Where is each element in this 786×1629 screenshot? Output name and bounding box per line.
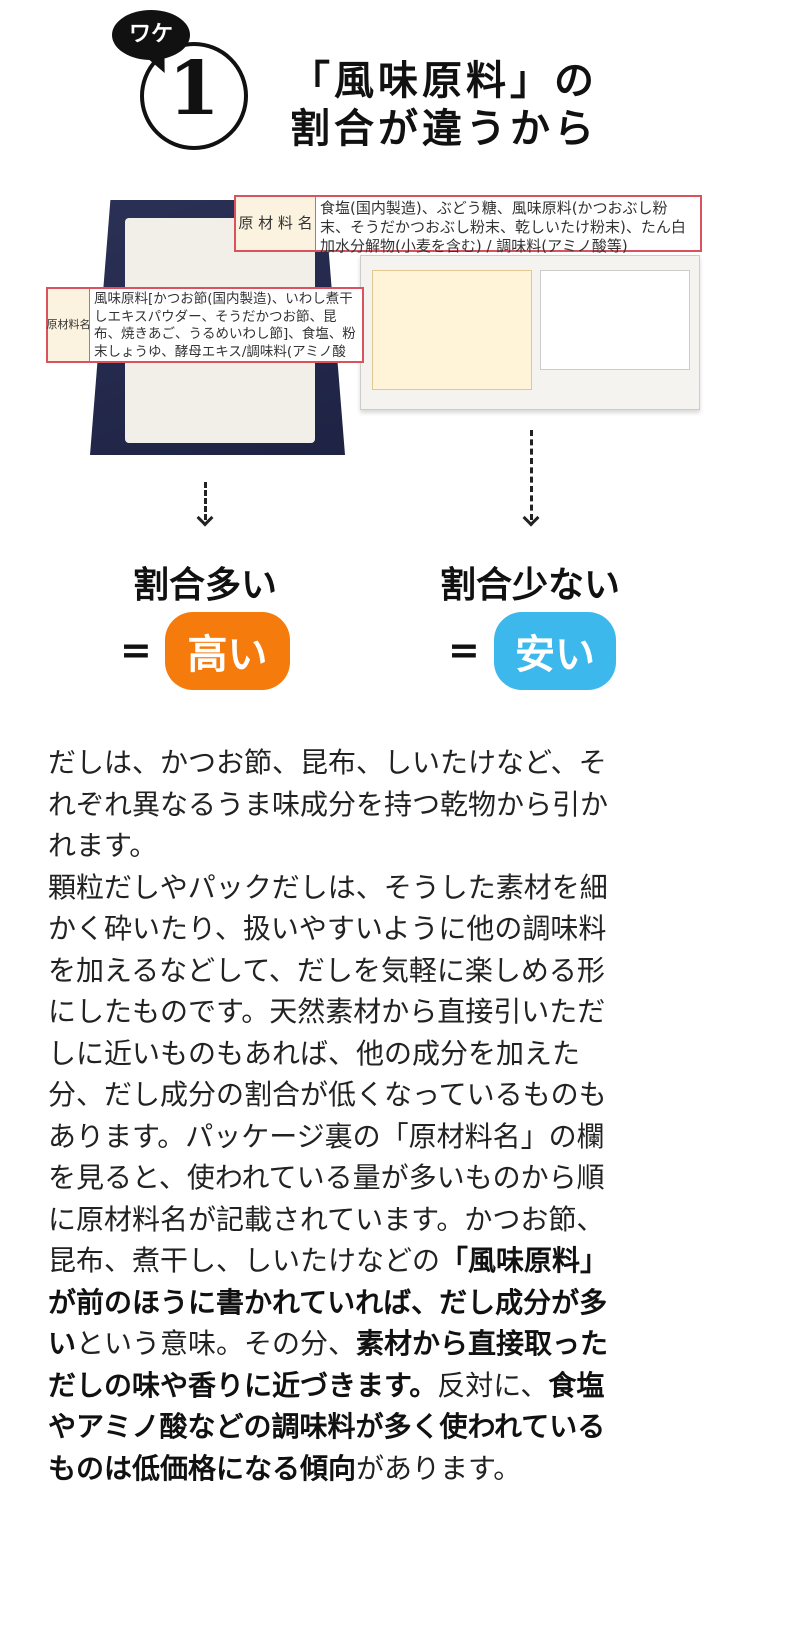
emphasized-text: 素材から直接取った [356,1327,609,1360]
box-ingredient-panel [540,270,690,370]
emphasized-text: だしの味や香りに近づきます。 [48,1368,438,1402]
body-text: だしは、かつお節、昆布、しいたけなど、そ [48,746,607,779]
body-text-line: ものは低価格になる傾向があります。 [48,1448,748,1490]
body-text: 昆布、煮干し、しいたけなどの [48,1244,441,1277]
body-text-line: かく砕いたり、扱いやすいように他の調味料 [48,908,748,950]
dashed-arrow-right [530,430,533,520]
reason-badge: ワケ [112,10,190,60]
body-text-line: れぞれ異なるうま味成分を持つ乾物から引か [48,784,748,826]
body-text-line: あります。パッケージ裏の「原材料名」の欄 [48,1116,748,1158]
body-text: 顆粒だしやパックだしは、そうした素材を細 [48,870,608,904]
ingredient-label-left: 原材料名 風味原料[かつお節(国内製造)、いわし煮干しエキスパウダー、そうだかつ… [46,287,364,363]
ratio-low-label: 割合少ない [439,565,620,606]
emphasized-text: ものは低価格になる傾向 [48,1451,357,1485]
article-body: だしは、かつお節、昆布、しいたけなど、それぞれ異なるうま味成分を持つ乾物から引か… [48,742,748,1489]
body-text-line: 分、だし成分の割合が低くなっているものも [48,1074,748,1116]
body-text-line: いという意味。その分、素材から直接取った [48,1323,748,1365]
ingredient-label-text: 風味原料[かつお節(国内製造)、いわし煮干しエキスパウダー、そうだかつお節、昆布… [94,291,356,360]
body-text: あります。パッケージ裏の「原材料名」の欄 [48,1119,605,1153]
body-text-line: にしたものです。天然素材から直接引いただ [48,991,748,1033]
ingredient-label-heading: 原材料名 [47,289,91,361]
body-text: という意味。その分、 [76,1327,357,1360]
equals-sign: = [120,628,152,672]
number-circle [140,42,248,150]
equals-sign: = [448,628,480,672]
box-cooking-panel [372,270,532,390]
body-text: かく砕いたり、扱いやすいように他の調味料 [48,912,607,945]
body-text: を見ると、使われている量が多いものから順 [48,1161,605,1194]
arrow-down-icon [522,509,540,527]
emphasized-text: い [48,1327,77,1360]
body-text: れぞれ異なるうま味成分を持つ乾物から引か [48,787,609,821]
body-text: にしたものです。天然素材から直接引いただ [48,995,606,1028]
body-text-line: を見ると、使われている量が多いものから順 [48,1157,748,1199]
body-text-line: しに近いものもあれば、他の成分を加えた [48,1033,748,1075]
arrow-down-icon [196,509,214,527]
reason-number: 1 [168,46,220,132]
body-text-line: 昆布、煮干し、しいたけなどの「風味原料」 [48,1240,748,1282]
title-line-2: 割合が違うから [290,106,598,152]
body-text: しに近いものもあれば、他の成分を加えた [48,1036,581,1070]
body-text: れます。 [48,829,158,862]
body-text: 分、だし成分の割合が低くなっているものも [48,1078,607,1111]
price-low-badge: 安い [494,612,616,690]
price-high-badge: 高い [165,612,290,690]
body-text-line: が前のほうに書かれていれば、だし成分が多 [48,1282,748,1324]
ingredient-label-text: 食塩(国内製造)、ぶどう糖、風味原料(かつおぶし粉末、そうだかつおぶし粉末、乾し… [320,199,686,255]
body-text: に原材料名が記載されています。かつお節、 [48,1202,605,1236]
ratio-high-label: 割合多い [132,565,277,606]
body-text-line: 顆粒だしやパックだしは、そうした素材を細 [48,867,748,909]
emphasized-text: やアミノ酸などの調味料が多く使われている [48,1410,606,1443]
emphasized-text: が前のほうに書かれていれば、だし成分が多 [48,1285,608,1319]
ingredient-label-heading: 原 材 料 名 [236,197,316,250]
body-text-line: やアミノ酸などの調味料が多く使われている [48,1406,748,1448]
body-text-line: れます。 [48,825,748,867]
body-text: があります。 [356,1451,522,1485]
body-text-line: を加えるなどして、だしを気軽に楽しめる形 [48,950,748,992]
body-text-line: に原材料名が記載されています。かつお節、 [48,1199,748,1241]
body-text-line: だしは、かつお節、昆布、しいたけなど、そ [48,742,748,784]
title-line-1: 「風味原料」の [290,58,598,104]
emphasized-text: 「風味原料」 [440,1244,609,1277]
emphasized-text: 食塩 [548,1368,605,1402]
ingredient-label-right: 原 材 料 名 食塩(国内製造)、ぶどう糖、風味原料(かつおぶし粉末、そうだかつ… [234,195,702,255]
dashed-arrow-left [204,482,207,520]
body-text-line: だしの味や香りに近づきます。反対に、食塩 [48,1365,748,1407]
body-text: 反対に、 [437,1368,549,1402]
body-text: を加えるなどして、だしを気軽に楽しめる形 [48,953,605,987]
